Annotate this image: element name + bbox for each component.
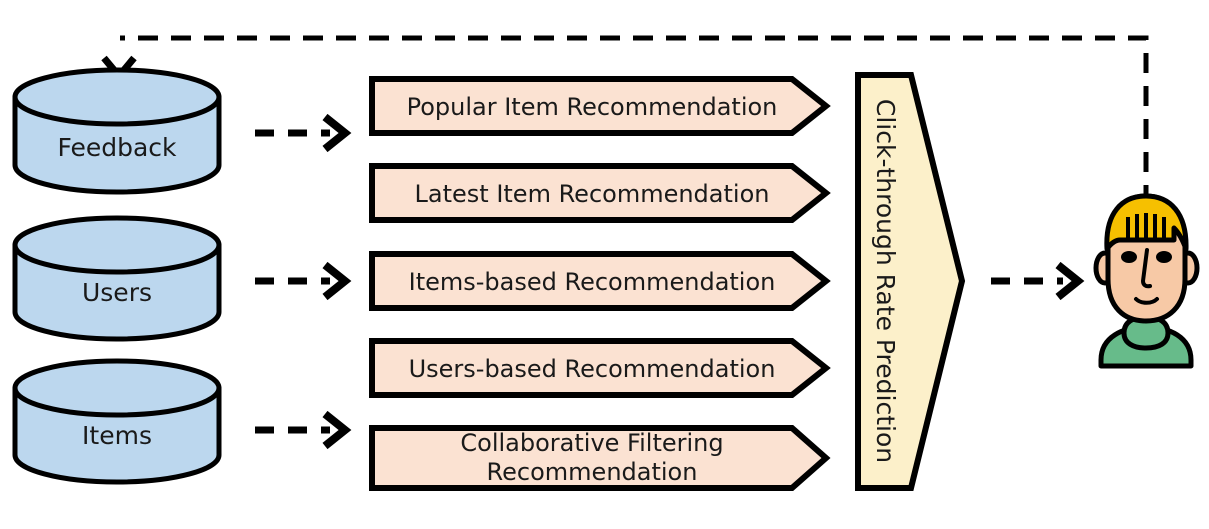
recommender-popular-item[interactable]: Popular Item Recommendation xyxy=(369,76,831,136)
items-arrow-head xyxy=(322,410,352,450)
connector-users-to-recommenders xyxy=(255,261,352,301)
ctr-prediction-label: Click-through Rate Prediction xyxy=(871,99,900,463)
database-feedback[interactable]: Feedback xyxy=(12,67,222,195)
avatar-hair-strands xyxy=(1126,213,1166,240)
database-users-label: Users xyxy=(82,278,152,307)
recommender-collaborative-filtering-label-line1: Collaborative Filtering xyxy=(460,429,723,457)
users-based-shape xyxy=(369,338,831,398)
latest-item-shape xyxy=(369,163,831,223)
database-items[interactable]: Items xyxy=(12,358,222,485)
recommender-users-based-label: Users-based Recommendation xyxy=(409,355,776,383)
recommender-items-based-label: Items-based Recommendation xyxy=(409,268,776,296)
database-users[interactable]: Users xyxy=(12,215,222,342)
popular-item-shape xyxy=(369,76,831,136)
avatar-mouth xyxy=(1134,297,1159,305)
avatar-eye-left xyxy=(1121,251,1137,263)
recommender-items-based[interactable]: Items-based Recommendation xyxy=(369,251,831,311)
database-items-label: Items xyxy=(82,421,152,450)
feedback-cylinder-top xyxy=(12,67,222,127)
feedback-arrow-head xyxy=(322,113,352,153)
connector-ctr-to-user xyxy=(991,261,1085,301)
users-arrow-head xyxy=(322,261,352,301)
recommender-latest-item-label: Latest Item Recommendation xyxy=(415,180,770,208)
ctr-user-arrow-head xyxy=(1055,261,1085,301)
ctr-prediction-shape xyxy=(855,72,966,491)
recommender-users-based[interactable]: Users-based Recommendation xyxy=(369,338,831,398)
database-feedback-label: Feedback xyxy=(57,133,177,162)
avatar-eye-right xyxy=(1156,251,1172,263)
recommender-collaborative-filtering[interactable]: Collaborative Filtering Recommendation xyxy=(369,425,831,491)
connector-items-to-recommenders xyxy=(255,410,352,450)
feedback-loop-line xyxy=(120,35,1149,205)
items-based-shape xyxy=(369,251,831,311)
recommender-collaborative-filtering-label-line2: Recommendation xyxy=(487,458,698,486)
ctr-prediction-block[interactable]: Click-through Rate Prediction xyxy=(855,72,966,491)
connector-feedback-to-recommenders xyxy=(255,113,352,153)
collaborative-filtering-shape xyxy=(369,425,831,491)
users-cylinder-top xyxy=(12,215,222,275)
items-cylinder-top xyxy=(12,358,222,418)
recommender-latest-item[interactable]: Latest Item Recommendation xyxy=(369,163,831,223)
recommender-popular-item-label: Popular Item Recommendation xyxy=(407,93,778,121)
user-avatar[interactable] xyxy=(1093,193,1200,369)
avatar-nose xyxy=(1141,248,1152,289)
